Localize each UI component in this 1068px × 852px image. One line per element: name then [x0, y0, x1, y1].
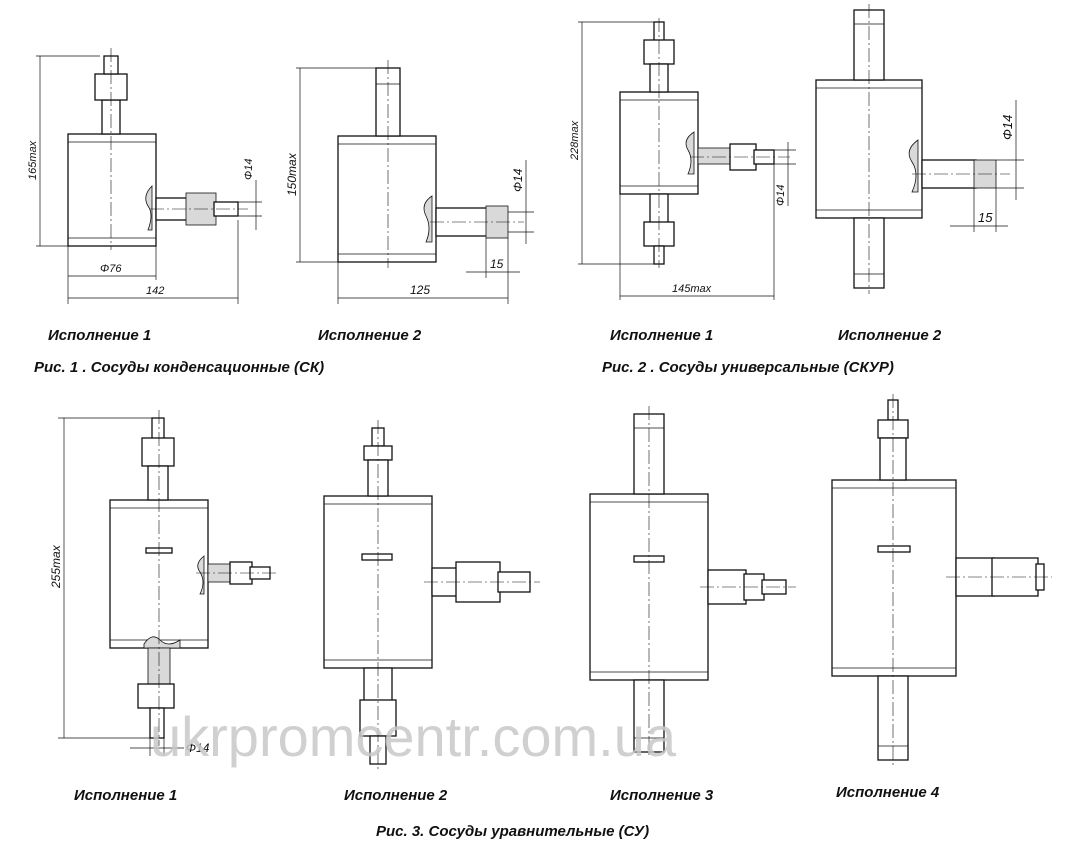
fig3-height-v1: 255max [49, 544, 63, 589]
fig2-variant1-label: Исполнение 1 [610, 327, 713, 344]
fig1-height-v2: 150max [285, 152, 299, 196]
fig3-caption: Рис. 3. Сосуды уравнительные (СУ) [376, 823, 649, 840]
fig1-tube-v1: Φ14 [243, 159, 255, 180]
fig1-variant1-label: Исполнение 1 [48, 327, 151, 344]
fig1-caption: Рис. 1 . Сосуды конденсационные (СК) [34, 359, 324, 376]
fig3-variant3-vessel [589, 406, 796, 758]
fig1-variant2-vessel [337, 60, 524, 268]
fig3-variant1-dimensions: 255max Φ14 [49, 417, 210, 756]
fig3-variant4-label: Исполнение 4 [836, 784, 940, 801]
fig1-height-v1: 165max [27, 140, 39, 180]
fig2-variant2-label: Исполнение 2 [838, 327, 942, 344]
fig1-variant2-dimensions: 150max 125 15 Φ14 [285, 67, 534, 304]
fig1-width-v2: 125 [410, 283, 430, 297]
fig2-height-v1: 228max [569, 120, 581, 161]
fig1-variant2-label: Исполнение 2 [318, 327, 422, 344]
fig3-variant2-vessel [323, 420, 540, 770]
fig3-variant1-vessel [109, 410, 278, 746]
fig1-diameter-v1: Φ76 [100, 263, 122, 275]
fig3-variant4-vessel [831, 394, 1052, 766]
fig2-caption: Рис. 2 . Сосуды универсальные (СКУР) [602, 359, 894, 376]
fig2-variant1-dimensions: 228max 145max Φ14 [569, 21, 796, 300]
fig2-variant1-vessel [619, 18, 790, 268]
fig3-tube-v1: Φ14 [186, 741, 210, 755]
fig1-variant1-vessel [67, 48, 248, 250]
fig2-tube-v1: Φ14 [775, 185, 787, 206]
fig1-variant1-dimensions: 165max Φ76 142 Φ14 [27, 55, 262, 304]
fig2-variant2-dimensions: Φ14 15 [950, 100, 1024, 232]
fig1-width-v1: 142 [146, 285, 164, 297]
fig2-offset-v2: 15 [978, 210, 993, 225]
fig1-tube-v2: Φ14 [511, 168, 525, 192]
fig2-width-v1: 145max [672, 283, 712, 295]
watermark: ukrpromcentr.com.ua [150, 705, 677, 768]
fig2-variant2-vessel [815, 4, 1010, 294]
fig2-tube-v2: Φ14 [1000, 115, 1015, 140]
fig3-variant2-label: Исполнение 2 [344, 787, 448, 804]
fig3-variant1-label: Исполнение 1 [74, 787, 177, 804]
fig3-variant3-label: Исполнение 3 [610, 787, 714, 804]
fig1-offset-v2: 15 [490, 257, 504, 271]
